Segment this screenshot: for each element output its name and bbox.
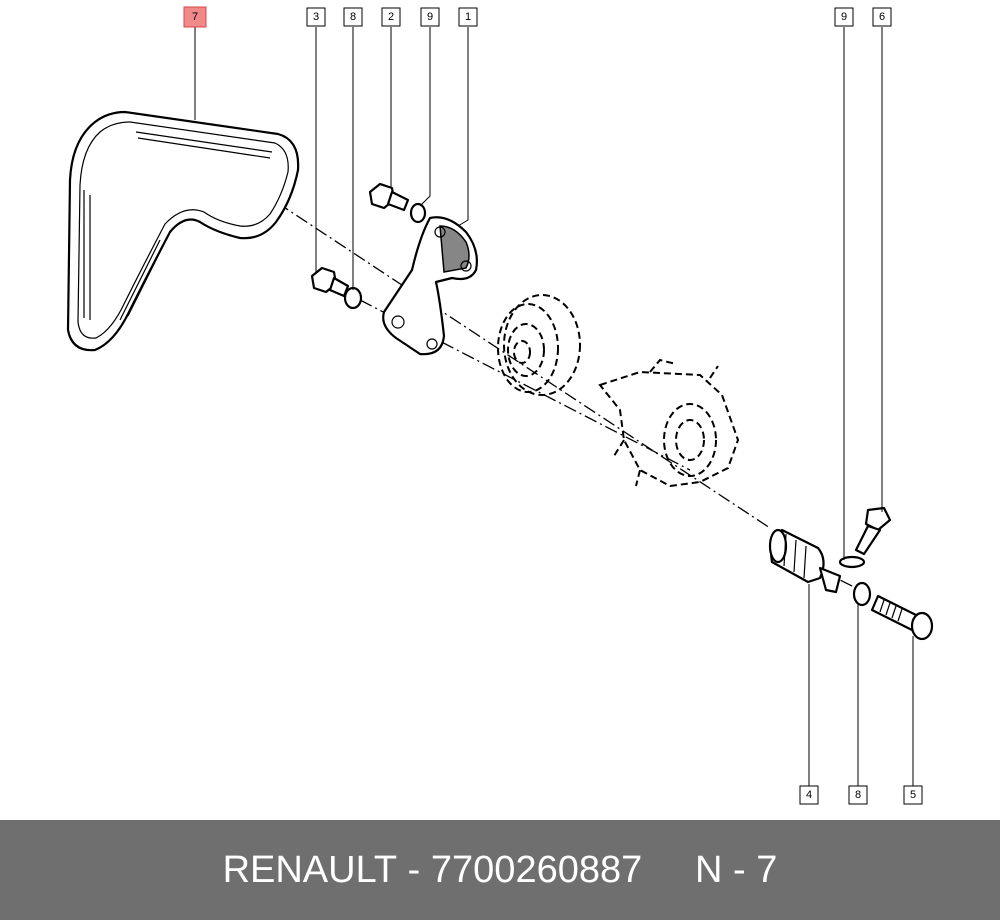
callout-label: 1 [465, 11, 471, 23]
washer-8-right [852, 581, 872, 607]
callout-label: 7 [192, 11, 198, 23]
leader-lines [194, 27, 914, 786]
callout-1-top[interactable]: 1 [458, 7, 478, 27]
footer-part-number: 7700260887 [430, 848, 643, 891]
callout-3-top[interactable]: 3 [306, 7, 326, 27]
bolt-2 [368, 182, 410, 212]
assembly-axis [257, 189, 771, 529]
callout-label: 8 [350, 11, 356, 23]
callout-label: 2 [388, 11, 394, 23]
callout-8-top[interactable]: 8 [343, 7, 363, 27]
callout-label: 9 [841, 11, 847, 23]
callout-4-bottom[interactable]: 4 [799, 785, 819, 805]
bolt-6 [854, 506, 892, 556]
assembly-axis-lower [359, 299, 691, 471]
callout-label: 8 [855, 789, 861, 801]
footer-gap [642, 849, 695, 892]
footer-separator: - [397, 848, 431, 891]
pump-pulley [497, 294, 581, 396]
footer-brand: RENAULT [222, 848, 398, 891]
callout-label: 5 [910, 789, 916, 801]
pump-body [598, 358, 740, 488]
callout-label: 9 [427, 11, 433, 23]
bolt-3 [310, 266, 350, 298]
callout-8-bottom[interactable]: 8 [848, 785, 868, 805]
washer-9-right [838, 555, 866, 569]
mounting-bracket [382, 216, 478, 356]
bolt-5 [870, 594, 934, 641]
callout-5-bottom[interactable]: 5 [903, 785, 923, 805]
callout-7-top[interactable]: 7 [183, 6, 207, 28]
callout-label: 3 [313, 11, 319, 23]
sleeve-4 [768, 528, 842, 594]
drive-belt [66, 110, 300, 352]
callout-9-right[interactable]: 9 [834, 7, 854, 27]
footer-bar: RENAULT - 7700260887 N - 7 [0, 820, 1000, 920]
washer-9-top [409, 202, 427, 224]
callout-label: 6 [879, 11, 885, 23]
footer-reference: N - 7 [695, 848, 778, 891]
washer-8-top [343, 286, 363, 310]
callout-label: 4 [806, 789, 812, 801]
callout-9-top[interactable]: 9 [420, 7, 440, 27]
callout-2-top[interactable]: 2 [381, 7, 401, 27]
exploded-parts-diagram: 7 3 8 2 9 1 9 6 4 8 5 [66, 6, 934, 805]
callout-6-right[interactable]: 6 [872, 7, 892, 27]
